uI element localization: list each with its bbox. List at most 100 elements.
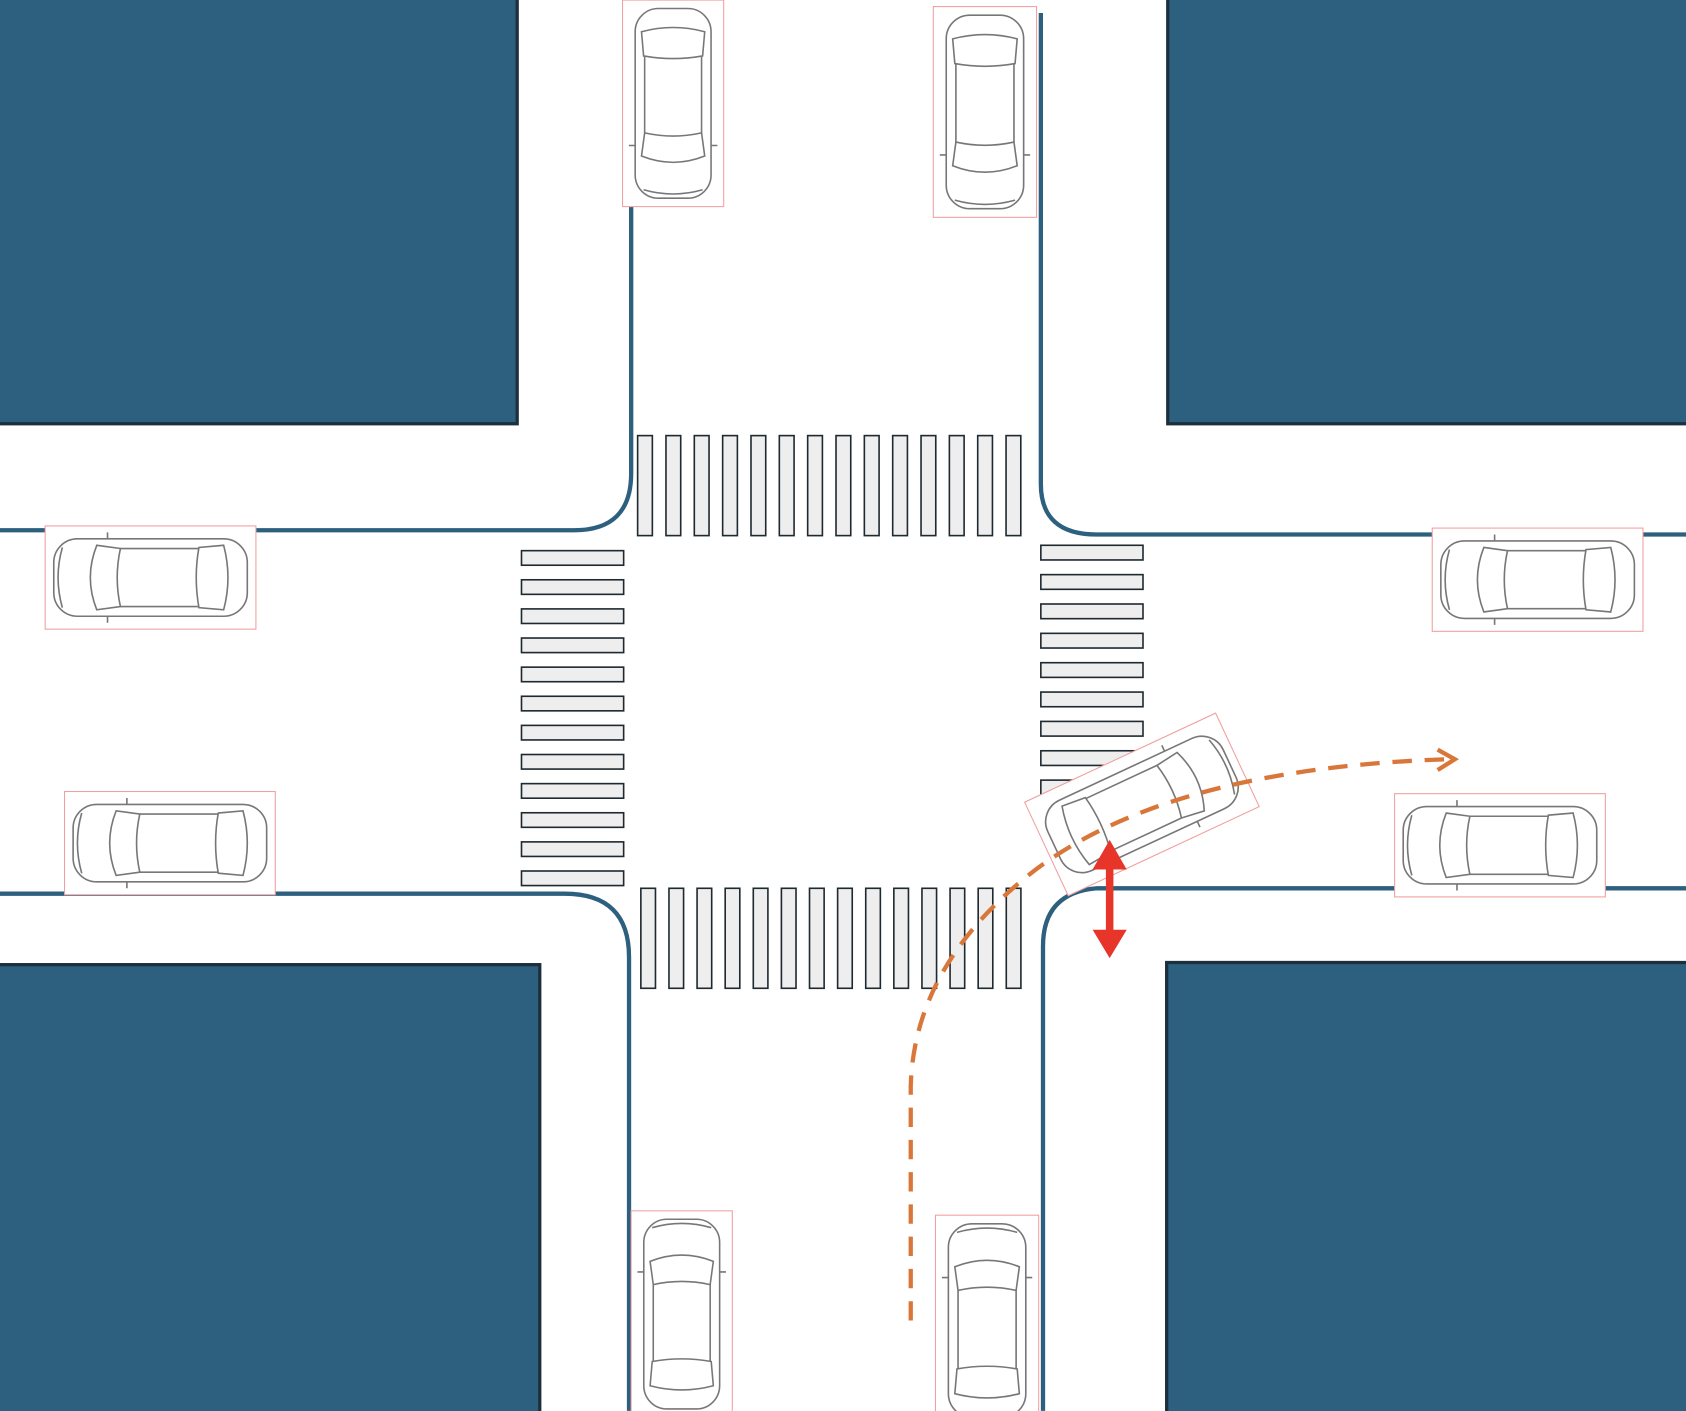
car-roof-lines [1469, 815, 1549, 876]
car-roof-lines [955, 63, 1015, 143]
turn-path-arrowhead [1436, 747, 1460, 772]
car-north-left [622, 0, 725, 208]
crosswalk-stripe [724, 887, 741, 990]
car-hood-line [956, 1227, 1018, 1234]
road-edges [0, 5, 1686, 1411]
crosswalk-west [520, 549, 625, 887]
car-rear-window [640, 26, 706, 60]
crosswalk-stripe [752, 887, 769, 990]
crosswalk-stripe [977, 887, 994, 990]
crosswalk-stripe [1005, 434, 1022, 537]
cars [44, 0, 1644, 1411]
crosswalk-stripe [696, 887, 713, 990]
car-bounding-box [1023, 712, 1260, 897]
car-south-right [934, 1214, 1040, 1411]
car-windshield [1155, 751, 1206, 820]
car-rear-window [214, 810, 249, 877]
car-windshield [649, 1254, 715, 1286]
car-north-right [932, 6, 1038, 218]
crosswalk-stripe [520, 666, 625, 683]
car-roof-lines [957, 1290, 1017, 1369]
car-hood-line [1406, 814, 1413, 876]
car-body [1044, 735, 1240, 874]
crosswalk-stripe [778, 434, 795, 537]
car-body [947, 1222, 1027, 1411]
car-west-bottom [63, 790, 276, 896]
crosswalk-stripe [864, 887, 882, 990]
car-rear-window [649, 1358, 715, 1391]
crosswalk-stripe [976, 434, 994, 537]
car-body [1402, 805, 1598, 885]
block-top-right [1166, 0, 1686, 426]
car-east-top [1431, 527, 1644, 632]
car-bounding-box [630, 1210, 733, 1411]
block-bottom-right [1165, 960, 1686, 1411]
car-hood-line [76, 812, 83, 874]
crosswalk-stripe [520, 695, 625, 712]
car-bounding-box [622, 0, 725, 208]
car-roof-lines [139, 813, 219, 873]
crosswalk-stripe [1040, 573, 1144, 591]
car-south-left [630, 1210, 733, 1411]
crosswalk-stripe [806, 434, 824, 537]
car-bounding-box [44, 525, 257, 630]
car-mirrors [1161, 744, 1201, 828]
crosswalk-stripe [921, 887, 938, 990]
crosswalk-stripe [1040, 661, 1144, 679]
crosswalk-stripe [949, 887, 966, 990]
car-roof-lines [652, 1284, 711, 1362]
car-west-top [44, 525, 257, 630]
crosswalk-stripe [1040, 544, 1144, 561]
car-rear-window [951, 33, 1019, 68]
car-windshield [640, 131, 706, 164]
car-rear-window [195, 544, 229, 611]
car-windshield [108, 809, 141, 877]
curb-south-west [0, 891, 632, 1411]
car-body [642, 1218, 721, 1410]
curb-north-east [1038, 13, 1686, 537]
car-turning [1023, 712, 1260, 897]
crosswalk-stripe [520, 637, 625, 654]
crosswalk-stripe [920, 434, 937, 537]
car-body [945, 14, 1025, 210]
crosswalk-stripe [520, 753, 625, 770]
car-windshield [1476, 546, 1509, 613]
car-windshield [89, 544, 122, 611]
crosswalk-stripe [520, 811, 625, 829]
crosswalk-stripe [520, 608, 625, 625]
block-bottom-left [0, 963, 542, 1411]
crosswalk-stripe [636, 434, 654, 537]
crosswalk-north [636, 434, 1022, 537]
car-bounding-box [63, 790, 276, 896]
crosswalk-stripe [1040, 603, 1144, 620]
car-hood-line [643, 189, 703, 195]
car-body [1440, 540, 1636, 620]
crosswalk-stripe [1005, 887, 1022, 990]
crosswalk-stripe [693, 434, 710, 537]
crosswalk-stripe [665, 434, 682, 537]
crosswalk-stripe [1040, 720, 1144, 737]
car-bounding-box [932, 6, 1038, 218]
crosswalk-stripe [520, 724, 625, 741]
curb-north-west [0, 5, 634, 533]
crosswalk-stripe [1040, 632, 1144, 649]
car-windshield [951, 141, 1019, 173]
car-roof-lines [1085, 764, 1182, 852]
block-top-left [0, 0, 519, 426]
crosswalk-stripe [780, 887, 797, 990]
crosswalk-stripe [863, 434, 880, 537]
crosswalk-stripe [721, 434, 739, 537]
car-roof-lines [120, 547, 199, 608]
crosswalk-stripe [520, 870, 625, 887]
crosswalk-stripe [835, 434, 852, 537]
car-body [72, 803, 268, 883]
car-east-bottom [1394, 793, 1606, 898]
car-windshield [1439, 812, 1471, 879]
arrow-head-up [1092, 839, 1127, 870]
car-windshield [953, 1259, 1021, 1292]
car-roof-lines [1507, 549, 1587, 610]
crosswalk-stripe [948, 434, 965, 537]
car-roof-lines [643, 55, 703, 133]
car-hood-line [954, 199, 1016, 206]
